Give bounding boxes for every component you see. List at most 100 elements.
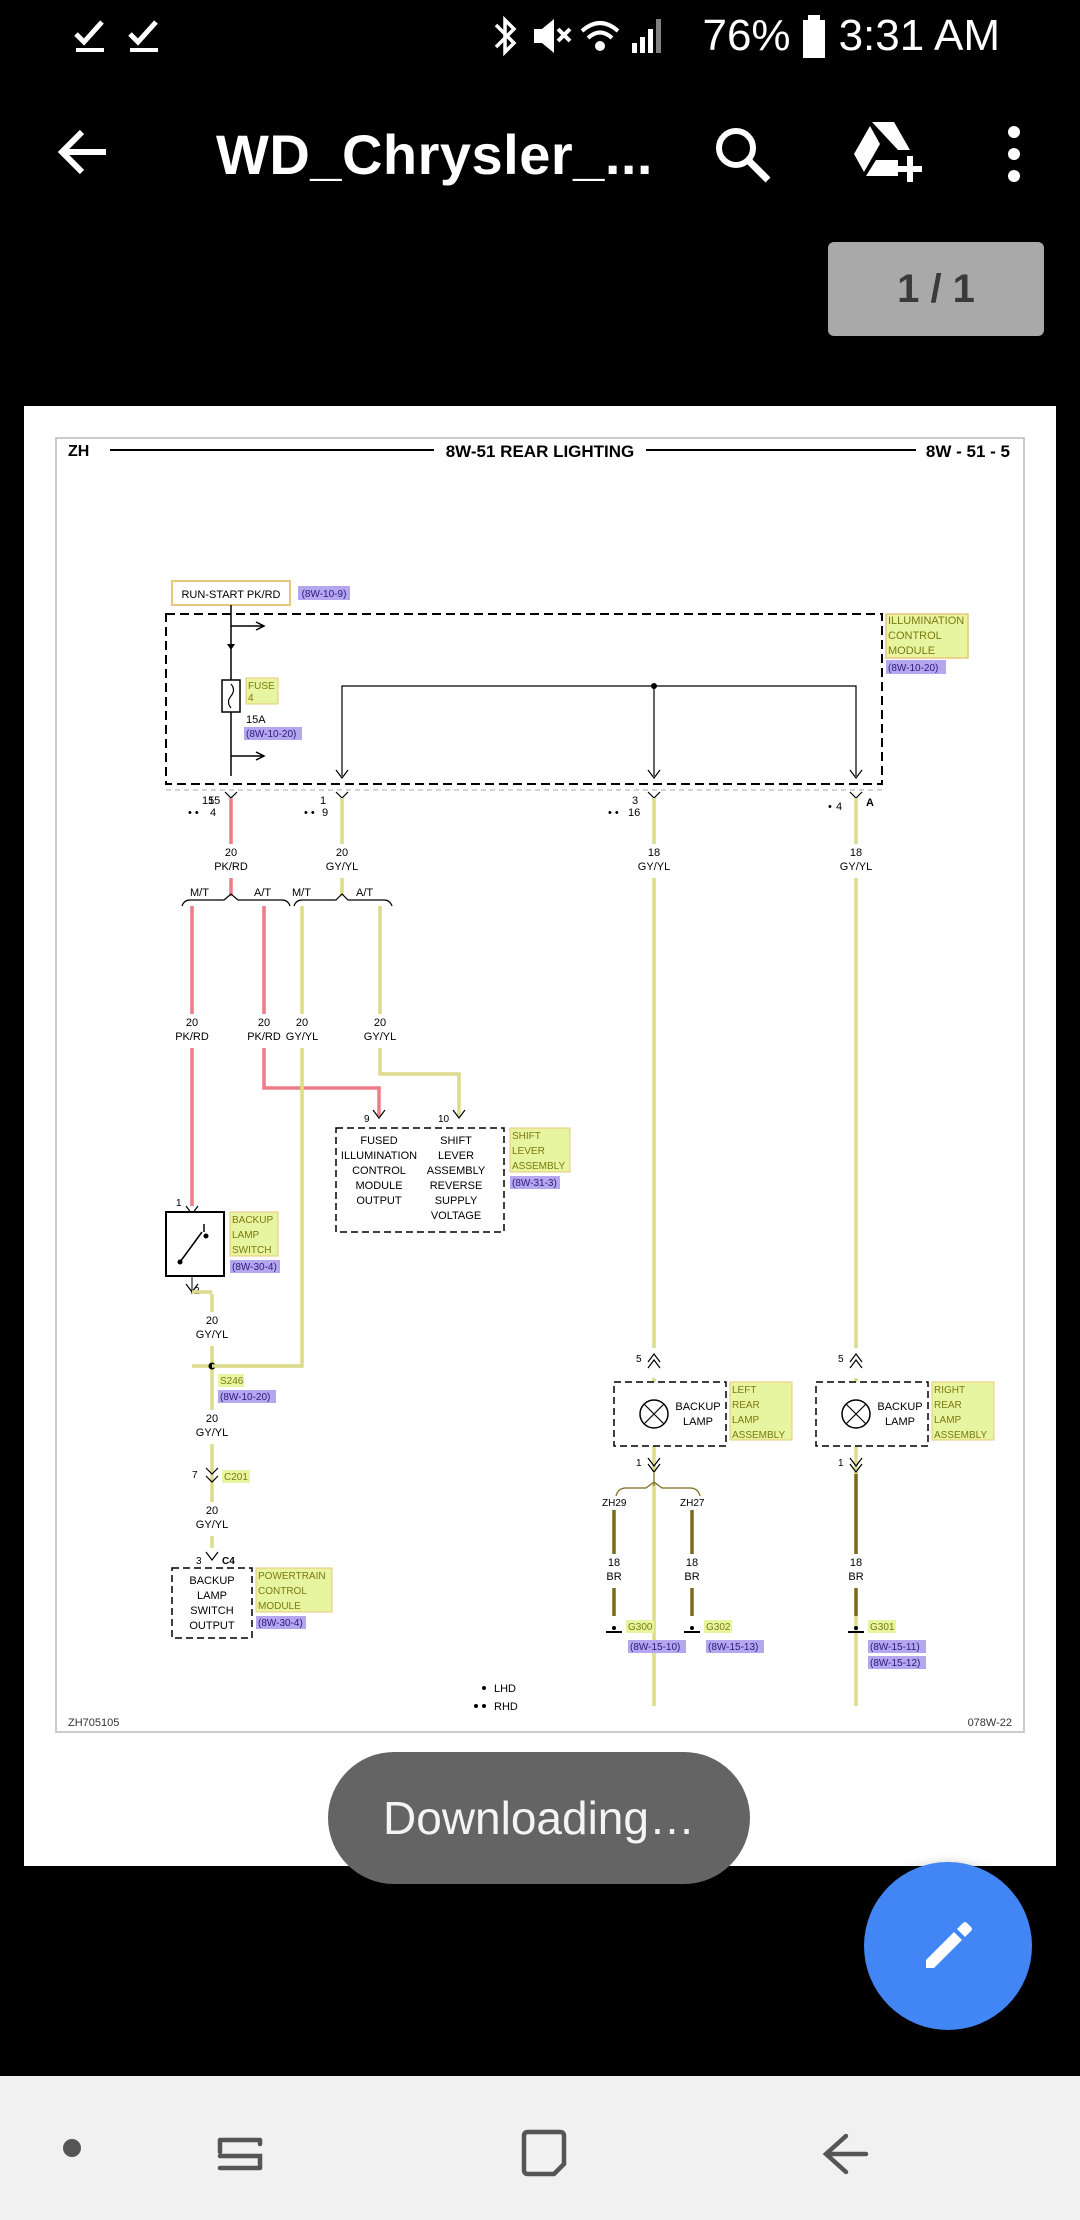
gwire-3-color: BR — [848, 1571, 863, 1583]
shift-r-4: REVERSE — [430, 1180, 483, 1192]
icm-ref: (8W-10-20) — [888, 663, 938, 674]
right-lamp-l-1: BACKUP — [877, 1401, 922, 1413]
pin-1-num: 1 — [320, 795, 326, 807]
pcm-l-2: LAMP — [197, 1590, 227, 1602]
check-icon — [74, 20, 104, 52]
pcm-connector: C4 — [222, 1556, 235, 1567]
add-to-drive-icon[interactable] — [852, 120, 924, 184]
status-bar: 76% 3:31 AM — [0, 0, 1080, 72]
wire-1-color: PK/RD — [214, 861, 248, 873]
shift-r-6: VOLTAGE — [431, 1210, 481, 1222]
wiring-diagram: ZH 8W-51 REAR LIGHTING 8W - 51 - 5 RUN-S… — [55, 437, 1025, 1733]
right-lamp-name-2: REAR — [934, 1400, 962, 1411]
bls-name-2: LAMP — [232, 1230, 260, 1241]
edit-pencil-icon — [926, 1922, 972, 1968]
left-lamp-l-1: BACKUP — [675, 1401, 720, 1413]
splice-ref: (8W-10-20) — [220, 1392, 270, 1403]
ground-g300: G300 — [628, 1622, 653, 1633]
shift-name-2: LEVER — [512, 1146, 545, 1157]
fuse-rating: 15A — [246, 714, 266, 726]
pin-dot-4: • — [828, 801, 832, 813]
status-icons — [495, 15, 662, 57]
gwire-1-color: BR — [606, 1571, 621, 1583]
notification-icons — [74, 20, 158, 52]
left-lamp-pin-5: 5 — [636, 1354, 642, 1365]
mwire-1-gauge: 20 — [186, 1017, 198, 1029]
document-page[interactable]: ZH 8W-51 REAR LIGHTING 8W - 51 - 5 RUN-S… — [24, 406, 1056, 1866]
at-label-2: A/T — [356, 887, 373, 899]
shift-r-3: ASSEMBLY — [427, 1165, 486, 1177]
wire-4-gauge: 18 — [850, 847, 862, 859]
shift-l-2: ILLUMINATION — [341, 1150, 417, 1162]
mt-label-2: M/T — [292, 887, 311, 899]
left-lamp-l-2: LAMP — [683, 1416, 713, 1428]
pin-9: 9 — [322, 807, 328, 819]
icm-name-1: ILLUMINATION — [888, 615, 964, 627]
edit-fab-button[interactable] — [864, 1862, 1032, 2030]
mwire-1-color: PK/RD — [175, 1031, 209, 1043]
shift-l-3: CONTROL — [352, 1165, 406, 1177]
pcm-l-4: OUTPUT — [189, 1620, 235, 1632]
fuse-number: 4 — [248, 693, 254, 704]
c201-name: C201 — [224, 1472, 248, 1483]
icm-name-2: CONTROL — [888, 630, 942, 642]
left-lamp-name-2: REAR — [732, 1400, 760, 1411]
gwire-3-gauge: 18 — [850, 1557, 862, 1569]
left-lamp-name-3: LAMP — [732, 1415, 760, 1426]
pcm-pin: 3 — [196, 1556, 202, 1567]
signal-icon — [632, 19, 662, 53]
header-title: 8W-51 REAR LIGHTING — [446, 442, 635, 461]
pin-4: 4 — [210, 807, 216, 819]
pin-dots: • • — [188, 807, 199, 819]
document-title: WD_Chrysler_... — [216, 123, 653, 186]
mwire-3-gauge: 20 — [296, 1017, 308, 1029]
c201-pin: 7 — [192, 1470, 198, 1481]
fuse-ref: (8W-10-20) — [246, 729, 296, 740]
back-arrow-icon[interactable] — [56, 124, 112, 180]
bls-name-1: BACKUP — [232, 1215, 273, 1226]
bluetooth-icon — [495, 15, 517, 57]
mwire-3-color: GY/YL — [286, 1031, 318, 1043]
right-lamp-pin-5: 5 — [838, 1354, 844, 1365]
mwire-2-gauge: 20 — [258, 1017, 270, 1029]
search-icon[interactable] — [712, 124, 772, 184]
mwire-2-color: PK/RD — [247, 1031, 281, 1043]
shift-pin-9: 9 — [364, 1114, 370, 1125]
wire-2-gauge: 20 — [336, 847, 348, 859]
header-right: 8W - 51 - 5 — [926, 442, 1010, 461]
back-icon[interactable] — [818, 2126, 874, 2182]
llwire-3-gauge: 20 — [206, 1505, 218, 1517]
bls-pin-1: 1 — [176, 1198, 182, 1209]
wire-1-gauge: 20 — [225, 847, 237, 859]
gwire-1-gauge: 18 — [608, 1557, 620, 1569]
pin-15: 15 — [202, 795, 214, 807]
pin-3: 3 — [632, 795, 638, 807]
recents-icon[interactable] — [212, 2126, 268, 2182]
navigation-bar — [0, 2076, 1080, 2220]
more-vert-icon[interactable] — [1002, 124, 1026, 184]
right-lamp-name-1: RIGHT — [934, 1385, 965, 1396]
bls-name-3: SWITCH — [232, 1245, 271, 1256]
wire-3-gauge: 18 — [648, 847, 660, 859]
right-lamp-l-2: LAMP — [885, 1416, 915, 1428]
page-indicator: 1 / 1 — [828, 242, 1044, 336]
left-lamp-name-1: LEFT — [732, 1385, 756, 1396]
shift-l-1: FUSED — [360, 1135, 397, 1147]
pcm-ref: (8W-30-4) — [258, 1618, 303, 1629]
pcm-name-3: MODULE — [258, 1601, 301, 1612]
bls-ref: (8W-30-4) — [232, 1262, 277, 1273]
shift-name-1: SHIFT — [512, 1131, 541, 1142]
shift-ref: (8W-31-3) — [512, 1178, 557, 1189]
mwire-4-gauge: 20 — [374, 1017, 386, 1029]
wifi-icon — [581, 21, 620, 51]
wire-3-color: GY/YL — [638, 861, 670, 873]
llwire-1-color: GY/YL — [196, 1329, 228, 1341]
home-icon[interactable] — [514, 2124, 574, 2184]
llwire-3-color: GY/YL — [196, 1519, 228, 1531]
legend-rhd: RHD — [494, 1701, 518, 1713]
legend-lhd: LHD — [494, 1683, 516, 1695]
pcm-l-3: SWITCH — [190, 1605, 233, 1617]
pin-16: 16 — [628, 807, 640, 819]
dot-icon[interactable] — [60, 2136, 84, 2160]
ground-g302: G302 — [706, 1622, 731, 1633]
